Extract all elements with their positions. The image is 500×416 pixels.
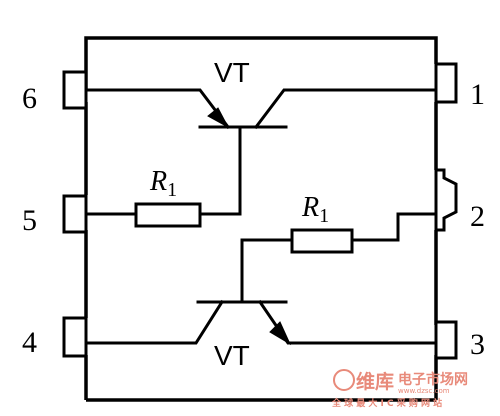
pin-label-6: 6 (22, 82, 37, 115)
upper-resistor-symbol (84, 202, 202, 228)
lower-resistor-label: R1 (301, 192, 329, 227)
pin-pad-6 (62, 70, 88, 110)
package-outline (84, 36, 438, 402)
pin-pad-2 (434, 168, 458, 232)
upper-resistor-label: R1 (149, 166, 177, 201)
lower-transistor-label: VT (214, 340, 250, 371)
watermark-url: www.dzsc.com (398, 387, 450, 395)
pin-label-1: 1 (470, 78, 485, 111)
lower-emitter-arrow (269, 321, 292, 346)
watermark-title: 电子市场网 (398, 371, 468, 388)
watermark-slogan: 全 球 最 大 I C 采 购 网 站 (331, 397, 442, 409)
pin-label-4: 4 (22, 326, 37, 359)
pin-pad-5 (62, 194, 88, 234)
watermark: 维库 电子市场网 www.dzsc.com 全 球 最 大 I C 采 购 网 … (331, 369, 468, 409)
pin-label-3: 3 (470, 328, 485, 361)
pin-pad-1 (434, 62, 458, 104)
pin-pad-4 (62, 316, 88, 358)
lower-transistor-symbol (84, 299, 438, 346)
upper-emitter-arrow (207, 107, 230, 129)
upper-transistor-label: VT (214, 57, 250, 88)
upper-base-lead (198, 125, 242, 216)
upper-transistor-collector (253, 88, 438, 130)
pin-pad-3 (434, 320, 458, 360)
lower-resistor-symbol (240, 212, 438, 304)
watermark-logo-icon (333, 369, 355, 391)
watermark-brand: 维库 (356, 370, 394, 393)
upper-transistor-emitter (84, 88, 231, 130)
lower-transistor-collector (84, 299, 225, 345)
upper-transistor-symbol (84, 88, 438, 216)
pin-label-2: 2 (470, 200, 485, 233)
pin-label-5: 5 (22, 204, 37, 237)
